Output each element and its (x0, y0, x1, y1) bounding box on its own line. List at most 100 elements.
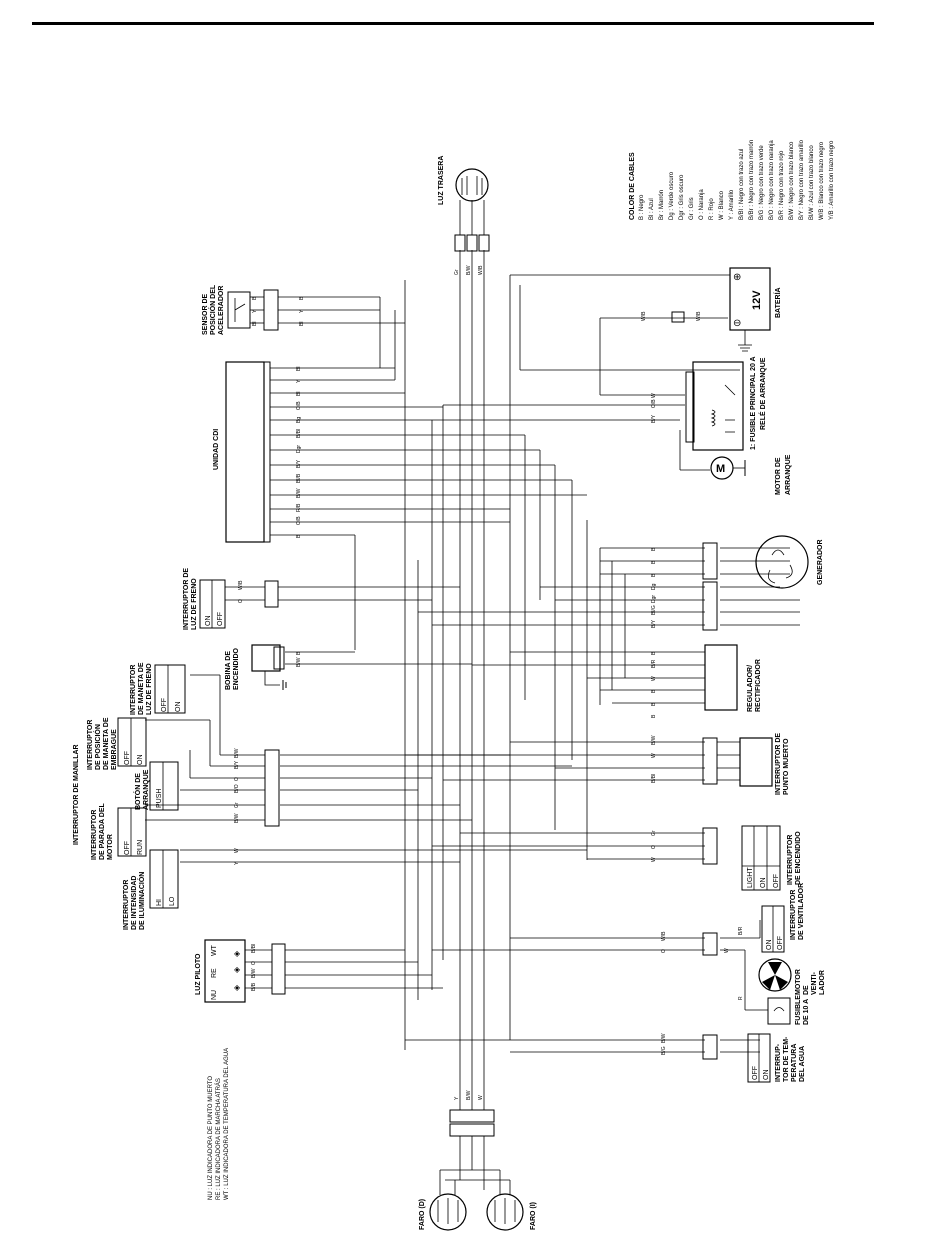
dimmer-label-3: DE ILUMINACIÓN (137, 872, 146, 930)
generator-connector-1 (702, 542, 718, 580)
wire-tag: Y (252, 309, 258, 313)
wire-tag: Y (454, 1096, 460, 1100)
battery: ⊕ ⊖ 12V BATERÍA (671, 267, 782, 352)
engine-stop-run: RUN (137, 840, 144, 855)
regulator-body (704, 644, 738, 711)
battery-ground-icon (738, 330, 752, 352)
wire-tag: R/B (296, 503, 302, 512)
handlebar-connector (264, 749, 280, 827)
wire-tag: B (651, 714, 657, 718)
color-legend-item: B/O : Negro con trazo naranja (769, 140, 775, 220)
water-temp-connector (702, 1034, 718, 1060)
wire-tag: Bl/G (651, 605, 657, 615)
wire-tag: O (234, 777, 240, 781)
generator-coil-icon (767, 549, 793, 584)
wire-tag: Y (234, 861, 240, 865)
neutral-switch-label-2: PUNTO MUERTO (783, 738, 790, 795)
wire-tag: B (651, 573, 657, 577)
color-legend-item: R : Rojo (709, 198, 715, 220)
wire-tag: B/W (296, 657, 302, 667)
wire-tag: B (252, 296, 258, 300)
water-temp-label-3: PERATURA (791, 1044, 798, 1082)
fan-connector (702, 932, 718, 956)
wire-tag: B/W (296, 488, 302, 498)
color-legend-item: Gr : Gris (689, 197, 695, 220)
wire-tag: B/W (651, 735, 657, 745)
wire-tag: B/Y (651, 414, 657, 423)
wire-tag: B (651, 702, 657, 706)
front-brake-off: OFF (161, 698, 168, 712)
pilot-light-connector (271, 943, 286, 995)
clutch-switch-body (117, 717, 147, 767)
throttle-sensor: SENSOR DE POSICIÓN DEL ACELERADOR (202, 284, 279, 335)
ignition-coil-label-2: ENCENDIDO (233, 647, 240, 690)
dimmer-label-2: DE INTENSIDAD (131, 876, 138, 930)
wire-tag: W (651, 393, 657, 398)
color-legend-item: W : Blanco (719, 190, 725, 220)
wire-tag: B (299, 296, 305, 300)
wire-tag: B/W (251, 968, 257, 978)
indicator-legend-re: RE : LUZ INDICADORA DE MARCHA ATRÁS (215, 1078, 222, 1200)
color-legend-item: Y/B : Amarillo con trazo negro (829, 140, 835, 220)
fan-blade-icon (762, 962, 788, 990)
pilot-lamp-icon-2: ◈ (234, 965, 241, 974)
starter-motor-symbol: M (716, 463, 725, 475)
dimmer-body (149, 849, 179, 909)
starter-motor-label-1: MOTOR DE (775, 457, 782, 495)
clutch-label-4: EMBRAGUE (111, 729, 118, 770)
front-brake-on: ON (175, 702, 182, 713)
wire-tag: B (651, 689, 657, 693)
wire-tag: B/R (738, 926, 744, 935)
starter-relay-label: RELÉ DE ARRANQUE (758, 357, 767, 430)
color-legend-title: COLOR DE CABLES (629, 152, 636, 220)
water-temp-label-2: TOR DE TEM- (783, 1036, 790, 1082)
throttle-potentiometer-icon (234, 298, 246, 322)
wire-tag: B/B (251, 982, 257, 991)
wire-tag: Dgr (651, 595, 657, 603)
neutral-switch-label-1: INTERRUPTOR DE (775, 733, 782, 795)
starter-relay-body (692, 361, 744, 451)
battery-connector (671, 311, 685, 323)
headlight-left-label: FARO (I) (530, 1202, 537, 1230)
relay-contact-icon (724, 384, 736, 433)
generator: GENERADOR (702, 535, 824, 631)
regulator-label-2: RECTIFICADOR (755, 659, 762, 712)
wire-tag: Y (299, 309, 305, 313)
brake-switch-body (199, 579, 226, 629)
wire-tag: B/W (466, 1090, 472, 1100)
cdi-unit: UNIDAD CDI (213, 361, 271, 543)
rear-light-bulb-icon (455, 168, 489, 202)
brake-switch-label-1: INTERRUPTOR DE (183, 568, 190, 630)
wire-tag: B/Bl (251, 944, 257, 953)
color-legend-item: Dgr : Gris oscuro (679, 174, 685, 220)
wire-tag: B/O (234, 784, 240, 793)
wire-tag: W/B (696, 311, 702, 321)
color-legend-item: Y : Amarillo (729, 189, 735, 220)
start-button-body (149, 761, 179, 811)
regulator-label-1: REGULADOR/ (747, 665, 754, 712)
fan-motor-label-3: VENTI- (811, 971, 818, 995)
wire-tag: W/B (641, 311, 647, 321)
engine-stop-label-1: INTERRUPTOR (91, 810, 98, 860)
water-temp-label-4: DEL AGUA (799, 1046, 806, 1082)
dimmer-lo: LO (169, 896, 176, 906)
wire-tag: Bl (252, 322, 258, 326)
engine-stop-off: OFF (124, 841, 131, 855)
wire-tag: B/W (466, 265, 472, 275)
brake-light-switch: ON OFF INTERRUPTOR DE LUZ DE FRENO (183, 568, 279, 630)
wire-tag: B/Y (651, 619, 657, 628)
throttle-sensor-label-3: ACELERADOR (218, 286, 225, 335)
wire-tag: W/B (661, 931, 667, 941)
rear-light-connector-3 (478, 234, 490, 252)
color-legend-item: Bl : Azul (649, 198, 655, 220)
neutral-switch-body (739, 737, 773, 787)
fan-switch-label-1: INTERRUPTOR (790, 890, 797, 940)
fuse-main-label: 1: FUSIBLE PRINCIPAL 20 A (750, 356, 757, 450)
wire-tag: W/B (238, 580, 244, 590)
ignition-switch-label-1: INTERRUPTOR (787, 835, 794, 885)
